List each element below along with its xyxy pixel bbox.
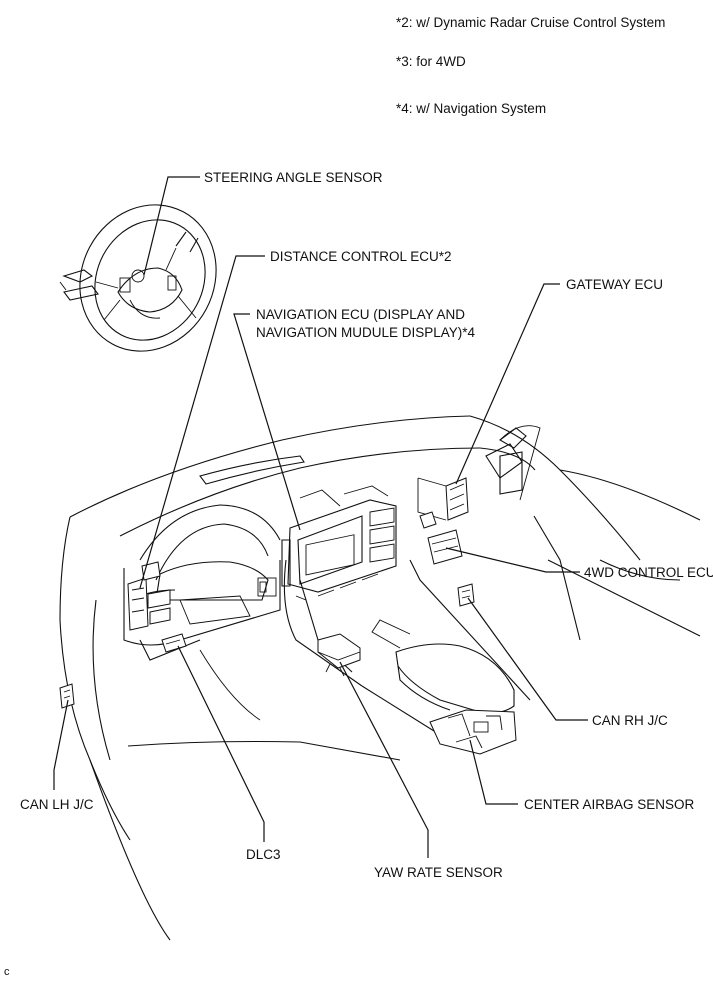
yaw-rate-sensor-part (317, 633, 361, 677)
leader-distance-control-ecu (139, 255, 265, 589)
leader-gateway-ecu (455, 283, 560, 485)
4wd-control-ecu-part (419, 511, 463, 565)
label-distance-control-ecu: DISTANCE CONTROL ECU*2 (270, 249, 452, 264)
can-lh-jc-part (59, 683, 75, 709)
leader-yaw-rate-sensor (339, 661, 429, 858)
label-navigation-ecu-line2: NAVIGATION MUDULE DISPLAY)*4 (256, 325, 476, 340)
steering-wheel-illustration (59, 204, 217, 352)
gateway-ecu-part (417, 477, 469, 521)
label-navigation-ecu-line1: NAVIGATION ECU (DISPLAY AND (256, 307, 465, 322)
leader-can-lh-jc (53, 699, 69, 790)
note-dynamic-radar: *2: w/ Dynamic Radar Cruise Control Syst… (396, 15, 665, 30)
label-4wd-control-ecu: 4WD CONTROL ECU*3 (584, 565, 713, 580)
center-airbag-sensor-part (429, 709, 517, 755)
note-4wd: *3: for 4WD (396, 54, 466, 69)
label-can-rh-jc: CAN RH J/C (592, 713, 668, 728)
figure-code: c (4, 966, 10, 978)
label-can-lh-jc: CAN LH J/C (20, 797, 94, 812)
leader-dlc3 (177, 645, 265, 842)
label-gateway-ecu: GATEWAY ECU (566, 277, 663, 292)
dlc3-part (161, 633, 187, 653)
leader-steering-angle-sensor (143, 176, 200, 276)
leader-center-airbag-sensor (469, 739, 518, 805)
leader-4wd-control-ecu (445, 547, 580, 573)
navigation-display-unit (281, 485, 397, 601)
label-center-airbag-sensor: CENTER AIRBAG SENSOR (524, 797, 695, 812)
label-yaw-rate-sensor: YAW RATE SENSOR (374, 865, 503, 880)
leader-navigation-ecu (233, 313, 301, 531)
dashboard-illustration (59, 415, 701, 941)
leader-can-rh-jc (467, 597, 588, 721)
note-navigation: *4: w/ Navigation System (396, 101, 546, 116)
distance-control-ecu-part (127, 561, 171, 631)
label-dlc3: DLC3 (246, 847, 281, 862)
label-steering-angle-sensor: STEERING ANGLE SENSOR (204, 170, 383, 185)
